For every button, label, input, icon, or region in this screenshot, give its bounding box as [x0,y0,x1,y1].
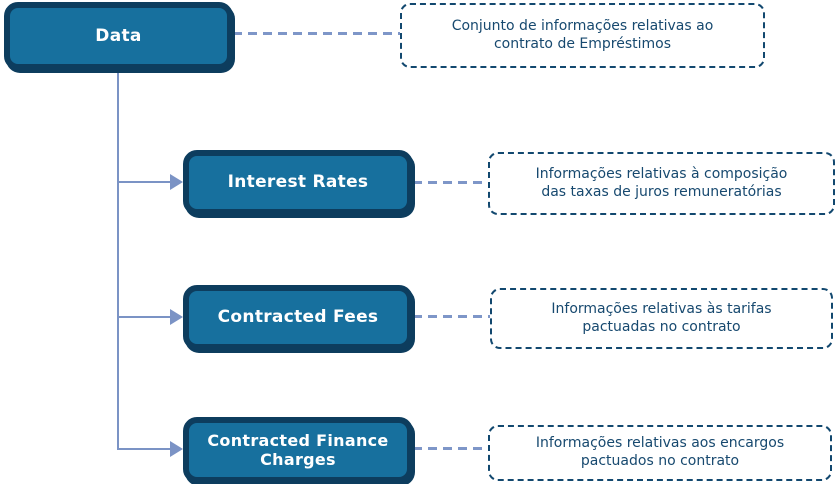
tree-trunk-line [117,70,119,450]
dashed-connector-contracted-fees [413,315,490,318]
note-text-line: Informações relativas aos encargos [535,435,785,452]
node-data: Data [4,2,233,70]
arrow-right-icon [170,441,183,457]
note-text-line: pactuadas no contrato [582,318,741,335]
note-data: Conjunto de informações relativas ao con… [400,3,765,68]
node-label: Contracted Fees [217,307,379,328]
dashed-connector-interest-rates [413,181,488,184]
node-label: Data [95,25,142,46]
note-interest-rates: Informações relativas à composição das t… [488,152,835,215]
tree-branch-line [117,316,171,318]
note-text-line: contrato de Empréstimos [493,35,672,52]
dashed-connector-contracted-finance-charges [413,447,488,450]
note-contracted-finance-charges: Informações relativas aos encargos pactu… [488,425,832,481]
note-text-line: Informações relativas às tarifas [551,300,772,317]
node-contracted-fees: Contracted Fees [183,285,413,350]
note-text-line: Informações relativas à composição [535,165,788,182]
arrow-right-icon [170,309,183,325]
node-contracted-finance-charges: Contracted Finance Charges [183,417,413,483]
note-contracted-fees: Informações relativas às tarifas pactuad… [490,288,833,349]
tree-branch-line [117,448,171,450]
dashed-connector-data [233,32,400,35]
tree-branch-line [117,181,171,183]
arrow-right-icon [170,174,183,190]
node-interest-rates: Interest Rates [183,150,413,215]
note-text-line: das taxas de juros remuneratórias [541,183,782,200]
note-text-line: Conjunto de informações relativas ao [451,17,714,34]
node-label: Contracted Finance Charges [207,430,389,469]
node-label: Interest Rates [227,172,369,193]
note-text-line: pactuados no contrato [580,453,740,469]
